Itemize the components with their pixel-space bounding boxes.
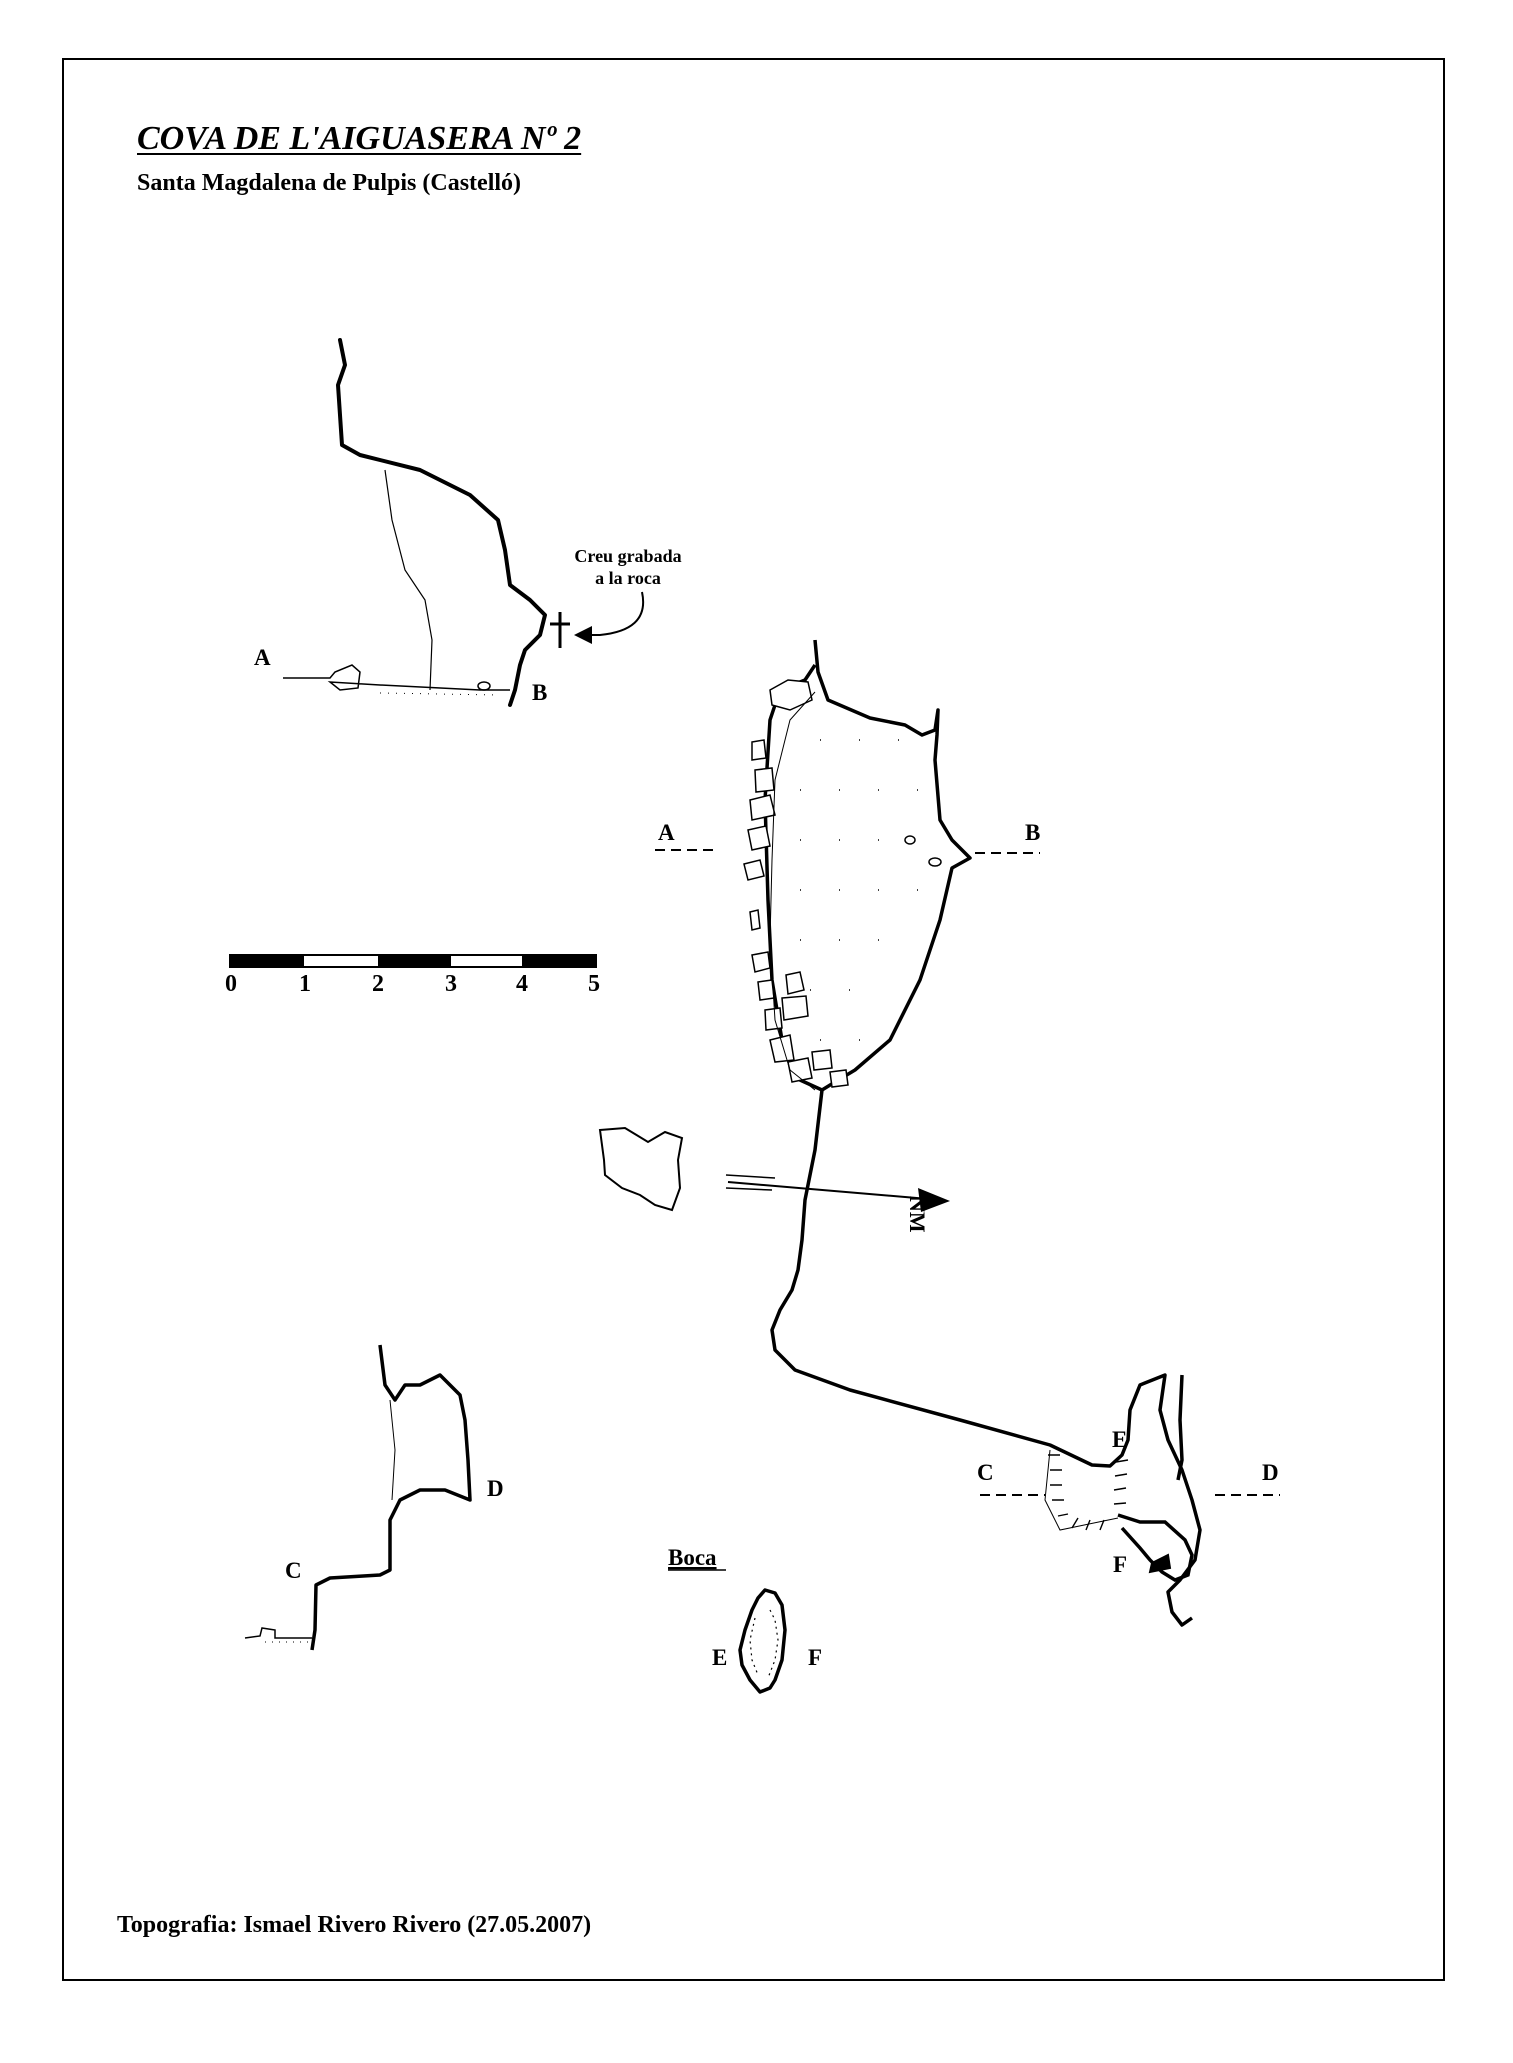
scale-tick-1: 1 bbox=[299, 971, 311, 997]
plan-view: A B C D E F bbox=[598, 639, 1280, 1627]
label-f-boca: F bbox=[808, 1645, 822, 1670]
north-arrow bbox=[725, 1174, 950, 1212]
scale-tick-2: 2 bbox=[372, 971, 384, 997]
section-cd: C D bbox=[244, 1344, 504, 1651]
survey-credit: Topografia: Ismael Rivero Rivero (27.05.… bbox=[117, 1912, 592, 1938]
label-f-plan: F bbox=[1113, 1552, 1127, 1577]
label-d-plan: D bbox=[1262, 1460, 1279, 1485]
scale-tick-3: 3 bbox=[445, 971, 457, 997]
cave-location: Santa Magdalena de Pulpis (Castelló) bbox=[137, 170, 522, 196]
label-a-plan: A bbox=[658, 820, 675, 845]
boca-entrance bbox=[738, 1588, 787, 1694]
scale-tick-4: 4 bbox=[516, 971, 528, 997]
scale-tick-5: 5 bbox=[588, 971, 600, 997]
scale-tick-0: 0 bbox=[225, 971, 237, 997]
label-d-section: D bbox=[487, 1476, 504, 1501]
label-c-plan: C bbox=[977, 1460, 994, 1485]
boca-label: Boca bbox=[668, 1545, 717, 1570]
annotation-line2: a la roca bbox=[595, 568, 661, 588]
drawing-frame bbox=[62, 58, 1445, 1981]
label-b-plan: B bbox=[1025, 820, 1040, 845]
label-e-boca: E bbox=[712, 1645, 727, 1670]
label-c-section: C bbox=[285, 1558, 302, 1583]
label-e-plan: E bbox=[1112, 1427, 1127, 1452]
annotation-arrow bbox=[574, 591, 645, 644]
scale-bar bbox=[229, 954, 597, 968]
cave-title: COVA DE L'AIGUASERA Nº 2 bbox=[137, 120, 582, 157]
engraved-cross bbox=[550, 612, 570, 648]
north-label: NM bbox=[905, 1196, 930, 1233]
label-b-section: B bbox=[532, 680, 547, 705]
section-ab: A B bbox=[254, 338, 547, 707]
annotation-line1: Creu grabada bbox=[574, 546, 681, 566]
label-a-section: A bbox=[254, 645, 271, 670]
